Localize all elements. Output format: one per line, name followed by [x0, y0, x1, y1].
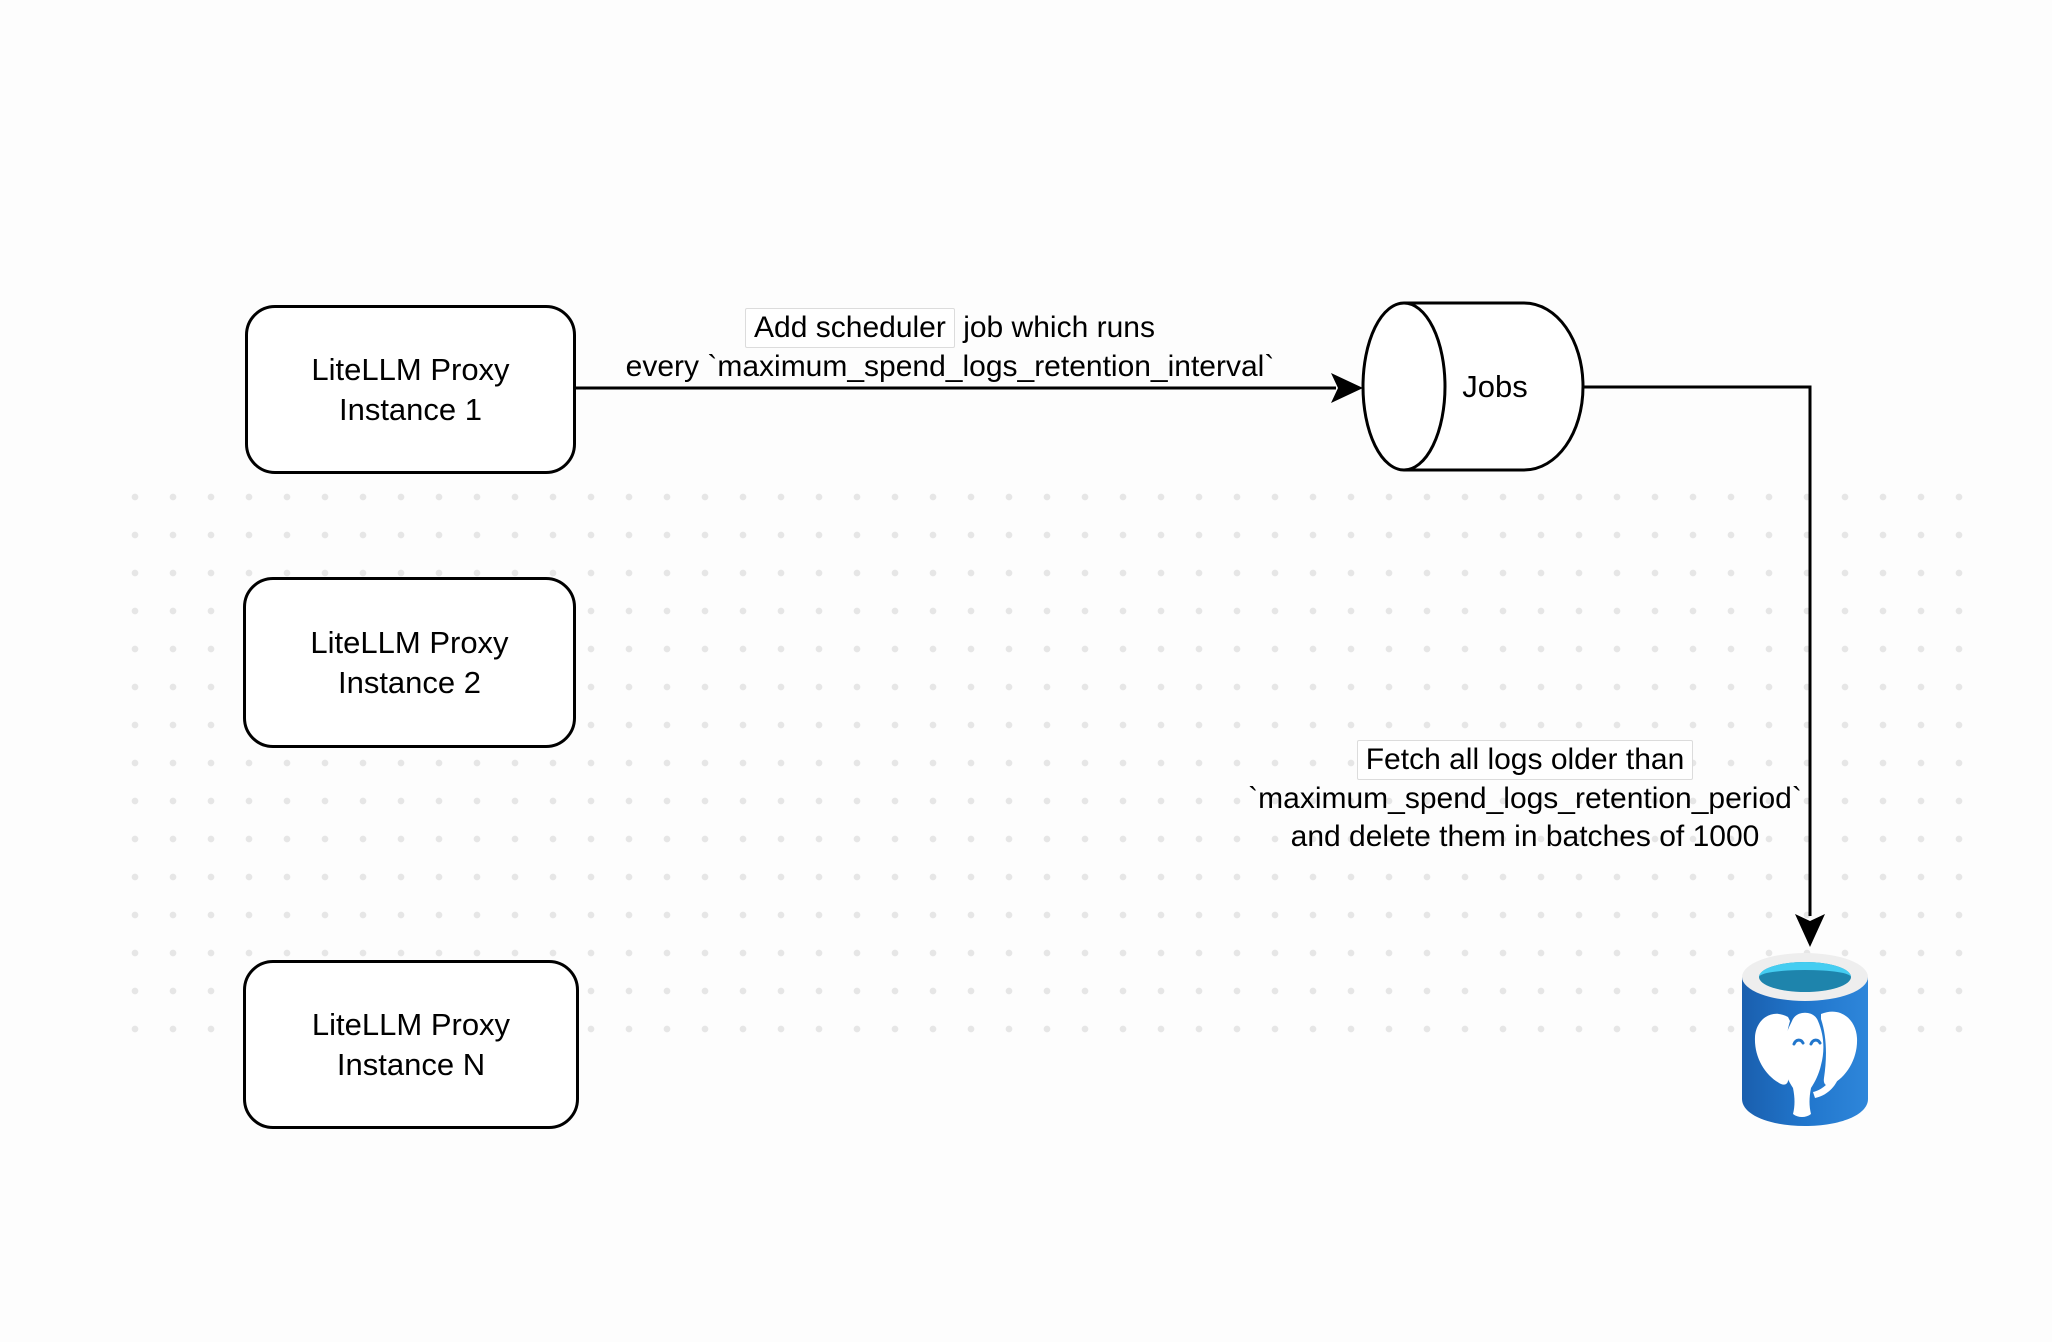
database-opening	[1759, 962, 1851, 977]
jobs-cylinder-shape	[1361, 301, 1585, 472]
postgres-elephant-eyes	[1792, 1038, 1822, 1046]
edge-label-cleanup-line1-boxed: Fetch all logs older than	[1356, 740, 1694, 780]
node-label-line1: LiteLLM Proxy	[311, 1006, 511, 1042]
edge-label-scheduler-line1: Add scheduler job which runs	[575, 308, 1325, 348]
node-label-line1: LiteLLM Proxy	[310, 624, 509, 660]
arrowhead-down-icon	[1795, 914, 1825, 947]
edge-jobs-to-database	[1583, 385, 1812, 916]
edge-label-scheduler-line1-boxed: Add scheduler	[745, 308, 955, 348]
edge-label-scheduler-line2: every `maximum_spend_logs_retention_inte…	[625, 350, 1275, 383]
node-label-line1: LiteLLM Proxy	[311, 351, 510, 387]
edge-label-cleanup-line3: and delete them in batches of 1000	[1290, 820, 1760, 853]
postgresql-database-icon	[1742, 953, 1868, 1126]
node-litellm-proxy-instance-1: LiteLLM Proxy Instance 1	[245, 305, 576, 474]
arrowhead-right-icon	[1331, 373, 1363, 403]
node-litellm-proxy-instance-n: LiteLLM Proxy Instance N	[243, 960, 579, 1129]
node-jobs-label: Jobs	[1462, 369, 1528, 404]
node-label-line2: Instance N	[336, 1046, 486, 1082]
node-label-line2: Instance 1	[338, 391, 483, 427]
node-label-line2: Instance 2	[337, 664, 482, 700]
edge-label-cleanup-line2: `maximum_spend_logs_retention_period`	[1248, 782, 1802, 815]
edge-label-scheduler-line1-rest: job which runs	[963, 311, 1155, 344]
postgres-elephant-icon	[1754, 1011, 1858, 1117]
edge-label-scheduler: Add scheduler job which runs every `maxi…	[575, 308, 1325, 386]
jobs-cylinder-face	[1361, 301, 1447, 472]
edge-label-cleanup-line1: Fetch all logs older than	[1150, 740, 1900, 780]
node-litellm-proxy-instance-2: LiteLLM Proxy Instance 2	[243, 577, 576, 748]
edge-label-cleanup: Fetch all logs older than `maximum_spend…	[1150, 740, 1900, 856]
